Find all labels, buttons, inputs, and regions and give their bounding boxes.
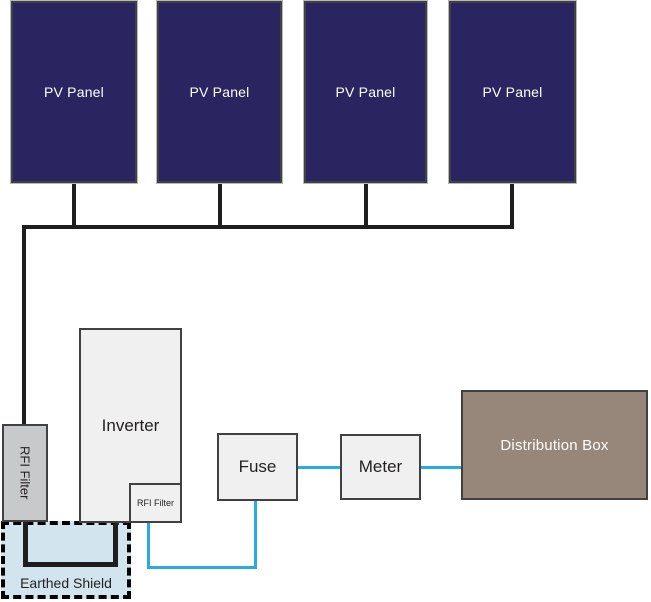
meter-label: Meter bbox=[358, 457, 403, 476]
wire-panel2-drop bbox=[218, 183, 222, 227]
pv-panel-4: PV Panel bbox=[448, 0, 577, 184]
wire-ac-fuse-riser bbox=[254, 500, 257, 569]
rfi-filter-left: RFI Filter bbox=[2, 424, 48, 522]
fuse-label: Fuse bbox=[238, 457, 277, 476]
pv-panel-2: PV Panel bbox=[156, 0, 283, 184]
earthed-shield-label: Earthed Shield bbox=[20, 575, 112, 591]
pv-panel-2-label: PV Panel bbox=[189, 84, 250, 100]
wire-panel3-drop bbox=[364, 183, 368, 227]
wire-ac-rfi-drop bbox=[147, 522, 150, 569]
distribution-box: Distribution Box bbox=[461, 390, 648, 500]
wire-dc-down-left bbox=[22, 225, 26, 424]
rfi-filter-left-label: RFI Filter bbox=[17, 446, 33, 500]
wire-shield-bottom bbox=[23, 562, 118, 567]
wire-ac-bottom-run bbox=[147, 566, 257, 569]
pv-panel-4-label: PV Panel bbox=[482, 84, 543, 100]
wire-ac-meter-distribution bbox=[420, 466, 462, 469]
meter: Meter bbox=[340, 434, 421, 500]
earthed-shield-region: Earthed Shield bbox=[1, 521, 131, 599]
pv-panel-3: PV Panel bbox=[303, 0, 428, 184]
wire-panel4-drop bbox=[510, 183, 514, 227]
wire-ac-fuse-meter bbox=[297, 466, 341, 469]
wire-shield-right bbox=[113, 522, 118, 567]
pv-panel-1: PV Panel bbox=[10, 0, 138, 184]
wire-shield-left bbox=[23, 520, 28, 567]
rfi-filter-small: RFI Filter bbox=[129, 483, 182, 523]
wire-panel1-drop bbox=[72, 183, 76, 227]
wire-dc-bus bbox=[22, 225, 514, 229]
inverter-label: Inverter bbox=[101, 415, 160, 435]
rfi-filter-small-label: RFI Filter bbox=[137, 498, 174, 508]
fuse: Fuse bbox=[217, 433, 298, 501]
pv-panel-3-label: PV Panel bbox=[335, 84, 396, 100]
pv-panel-1-label: PV Panel bbox=[44, 84, 104, 100]
distribution-box-label: Distribution Box bbox=[500, 436, 609, 454]
